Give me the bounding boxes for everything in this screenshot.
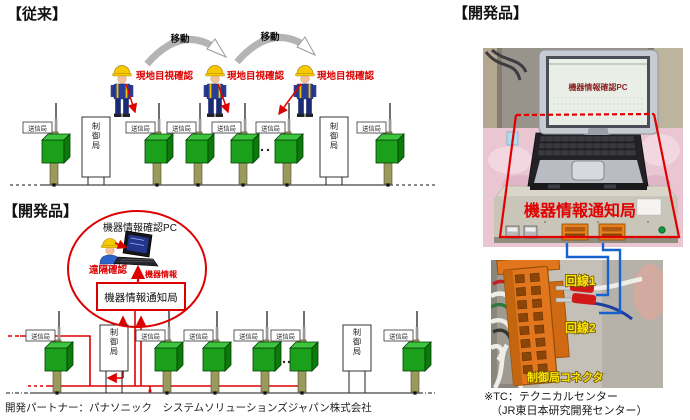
power-led <box>658 226 666 234</box>
remote-check-ellipse <box>67 210 207 328</box>
photo-controller-connector: 回線1 回線2 制御局コネクタ <box>491 260 663 388</box>
red-junction-dot <box>148 389 152 393</box>
line2-label: 回線2 <box>565 320 596 335</box>
visual-check-label: 現地目視確認 <box>317 70 375 82</box>
worker-icon <box>202 64 228 118</box>
transmitter-station <box>383 310 432 396</box>
notifier-box <box>96 282 186 311</box>
laptop-screen-label: 機器情報確認PC <box>568 82 627 92</box>
equipment-info-label: 機器情報 <box>145 269 178 279</box>
controller-station <box>319 116 349 186</box>
worker-icon <box>292 64 318 118</box>
transmitter-station <box>25 310 74 396</box>
transmitter-station <box>255 102 304 188</box>
transmitter-station <box>183 310 232 396</box>
worker-icon <box>109 64 135 118</box>
conventional-section-title: 【従来】 <box>7 5 67 23</box>
transmitter-station <box>233 310 282 396</box>
notifier-label: 機器情報通知局 <box>104 291 178 304</box>
connector-label: 制御局コネクタ <box>527 370 604 384</box>
check-arrow <box>125 83 302 116</box>
developed-photo-title: 【開発品】 <box>453 4 528 22</box>
controller-station <box>342 324 372 394</box>
transmitter-station <box>125 102 174 188</box>
transmitter-station <box>166 102 215 188</box>
tc-note-line1: ※TC：テクニカルセンター <box>484 390 618 403</box>
operator-look-arrow <box>114 239 128 249</box>
transmitter-station <box>22 102 71 188</box>
visual-check-label: 現地目視確認 <box>136 70 194 82</box>
photo-laptop: 機器情報確認PC <box>527 49 659 190</box>
partner-note: 開発パートナー：パナソニック システムソリューションズジャパン株式会社 <box>5 401 372 414</box>
move-label: 移動 <box>170 33 190 45</box>
visual-check-label: 現地目視確認 <box>227 70 285 82</box>
laptop-icon <box>113 230 159 267</box>
terminal-block <box>496 260 570 387</box>
line1-label: 回線1 <box>565 273 596 288</box>
transmitter-station <box>356 102 405 188</box>
line-connection-blue <box>565 243 622 315</box>
move-arrow <box>144 36 228 67</box>
controller-station <box>81 116 111 186</box>
tc-note-line2: （JR東日本研究開発センター） <box>491 403 647 417</box>
move-label: 移動 <box>260 31 280 43</box>
remote-check-label: 遠隔確認 <box>89 264 128 276</box>
photo-notifier-unit: 機器情報確認PC 機器情報通知局 <box>483 48 683 247</box>
developed-diagram-title: 【開発品】 <box>3 202 78 220</box>
pc-label: 機器情報確認PC <box>103 221 177 234</box>
notifier-outline <box>498 113 681 239</box>
line-terminals <box>555 281 597 305</box>
wire-blue <box>591 301 633 321</box>
notifier-outline-top <box>515 112 655 117</box>
controller-station <box>99 324 129 394</box>
notifier-photo-label: 機器情報通知局 <box>524 201 636 220</box>
move-arrow <box>234 34 317 65</box>
